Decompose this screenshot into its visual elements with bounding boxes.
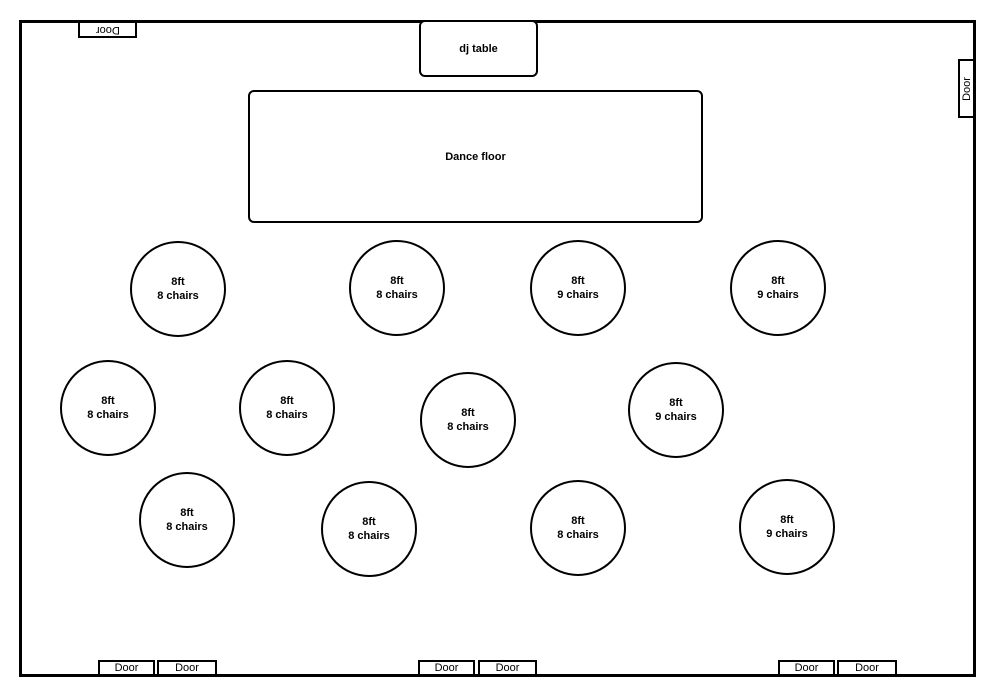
door-bottom-6[interactable]: Door (837, 660, 897, 676)
round-table-6[interactable]: 8ft 8 chairs (239, 360, 335, 456)
dance-floor-label: Dance floor (445, 150, 506, 163)
door-bottom-5[interactable]: Door (778, 660, 835, 676)
door-bottom-4[interactable]: Door (478, 660, 537, 676)
round-table-12[interactable]: 8ft 9 chairs (739, 479, 835, 575)
table-size-label: 8ft (171, 276, 185, 288)
table-chairs-label: 9 chairs (757, 289, 799, 301)
table-size-label: 8ft (571, 515, 585, 527)
door-bottom-2[interactable]: Door (157, 660, 217, 676)
table-size-label: 8ft (771, 275, 785, 287)
table-size-label: 8ft (101, 395, 115, 407)
round-table-8[interactable]: 8ft 9 chairs (628, 362, 724, 458)
round-table-9[interactable]: 8ft 8 chairs (139, 472, 235, 568)
door-label: Door (175, 662, 199, 674)
table-chairs-label: 9 chairs (655, 411, 697, 423)
door-bottom-3[interactable]: Door (418, 660, 475, 676)
door-label: Door (960, 76, 973, 101)
round-table-5[interactable]: 8ft 8 chairs (60, 360, 156, 456)
table-size-label: 8ft (669, 397, 683, 409)
door-bottom-1[interactable]: Door (98, 660, 155, 676)
door-top-left[interactable]: Door (78, 21, 137, 38)
table-size-label: 8ft (180, 507, 194, 519)
door-label: Door (855, 662, 879, 674)
table-size-label: 8ft (780, 514, 794, 526)
table-chairs-label: 8 chairs (157, 290, 199, 302)
table-chairs-label: 8 chairs (87, 409, 129, 421)
round-table-11[interactable]: 8ft 8 chairs (530, 480, 626, 576)
table-chairs-label: 8 chairs (266, 409, 308, 421)
round-table-7[interactable]: 8ft 8 chairs (420, 372, 516, 468)
table-chairs-label: 9 chairs (766, 528, 808, 540)
door-label: Door (434, 662, 459, 674)
door-right[interactable]: Door (958, 59, 975, 118)
round-table-1[interactable]: 8ft 8 chairs (130, 241, 226, 337)
dance-floor[interactable]: Dance floor (248, 90, 703, 223)
dj-table[interactable]: dj table (419, 20, 538, 77)
table-chairs-label: 8 chairs (166, 521, 208, 533)
door-label: Door (95, 23, 120, 36)
table-chairs-label: 9 chairs (557, 289, 599, 301)
round-table-4[interactable]: 8ft 9 chairs (730, 240, 826, 336)
table-chairs-label: 8 chairs (348, 530, 390, 542)
round-table-10[interactable]: 8ft 8 chairs (321, 481, 417, 577)
table-size-label: 8ft (390, 275, 404, 287)
door-label: Door (495, 662, 520, 674)
round-table-2[interactable]: 8ft 8 chairs (349, 240, 445, 336)
table-size-label: 8ft (571, 275, 585, 287)
table-size-label: 8ft (280, 395, 294, 407)
door-label: Door (114, 662, 139, 674)
table-chairs-label: 8 chairs (557, 529, 599, 541)
table-size-label: 8ft (362, 516, 376, 528)
dj-table-label: dj table (459, 42, 498, 55)
round-table-3[interactable]: 8ft 9 chairs (530, 240, 626, 336)
table-size-label: 8ft (461, 407, 475, 419)
table-chairs-label: 8 chairs (447, 421, 489, 433)
door-label: Door (794, 662, 819, 674)
table-chairs-label: 8 chairs (376, 289, 418, 301)
